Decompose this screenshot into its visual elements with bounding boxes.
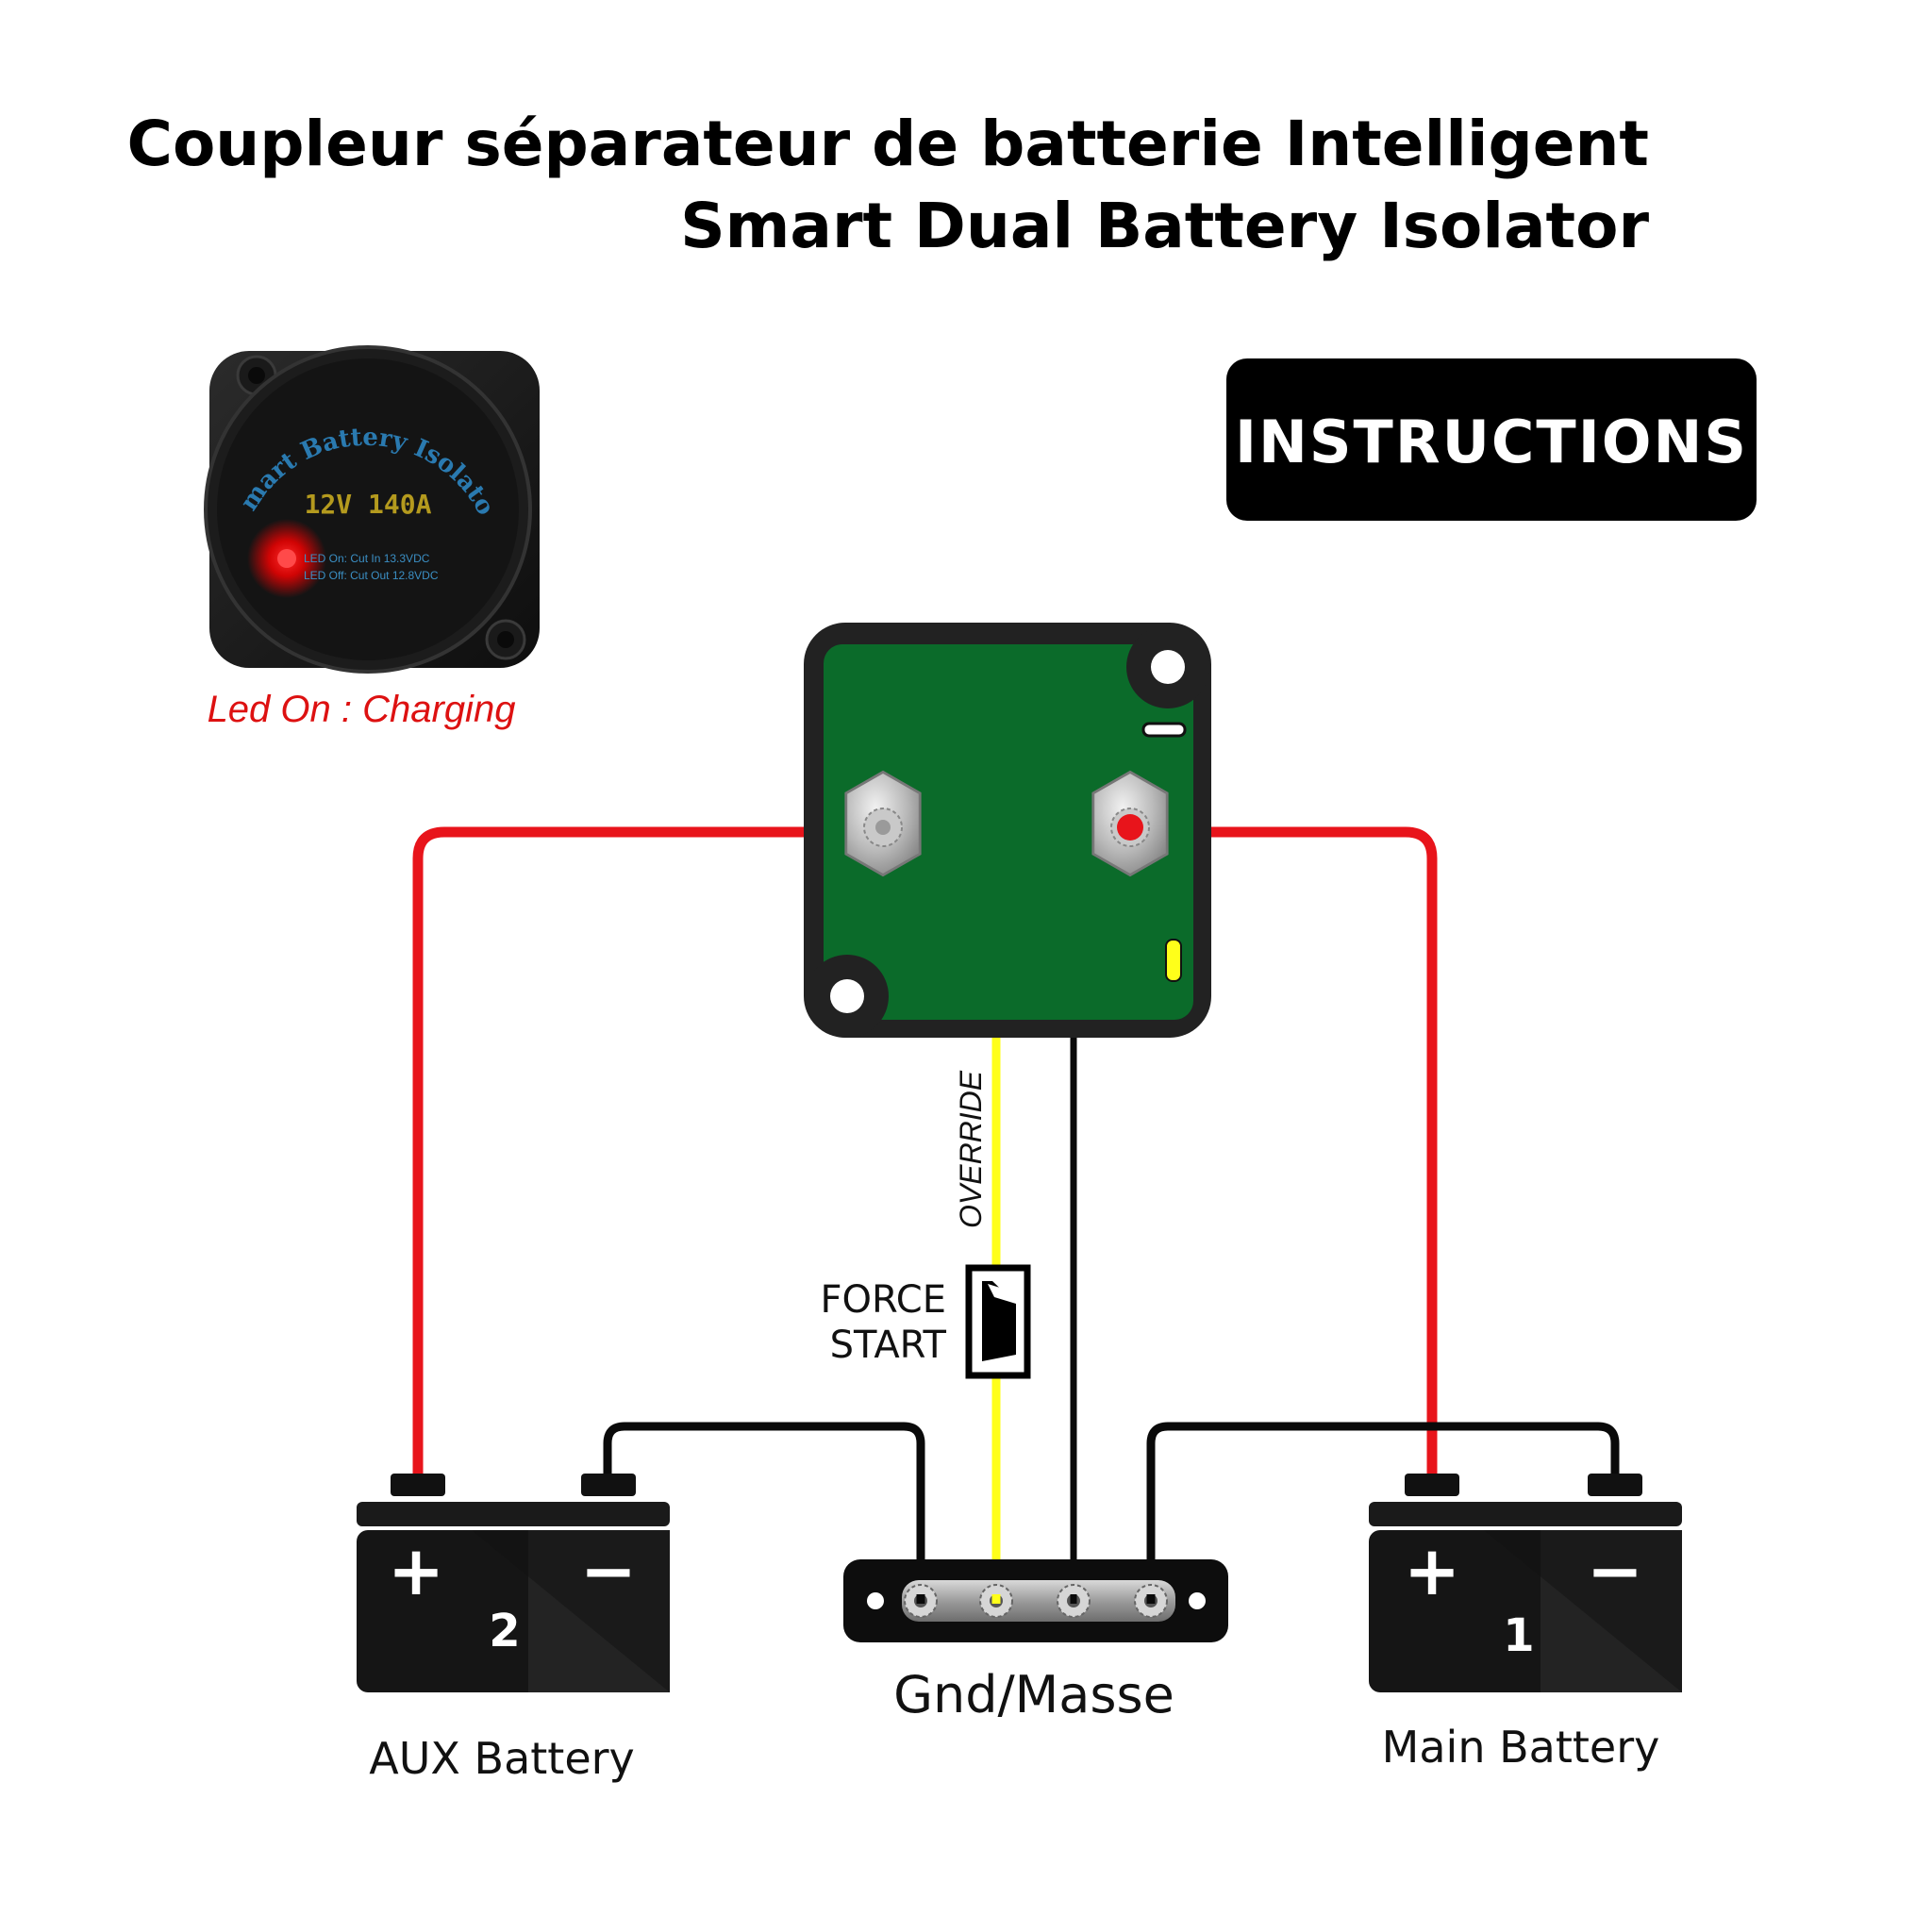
- ground-label: Gnd/Masse: [893, 1665, 1174, 1724]
- isolator-device-photo: Smart Battery Isolator 12V 140A LED On: …: [0, 0, 540, 674]
- led-caption: Led On : Charging: [208, 689, 516, 730]
- title-line-2: Smart Dual Battery Isolator: [680, 190, 1649, 262]
- main-negative-wire: [1146, 1422, 1620, 1604]
- main-battery-label: Main Battery: [1382, 1722, 1660, 1773]
- override-label: OVERRIDE: [954, 1070, 988, 1228]
- aux-terminal-stud: [844, 770, 922, 877]
- board-override-terminal: [1165, 939, 1182, 982]
- instructions-badge: INSTRUCTIONS: [1226, 358, 1757, 521]
- aux-positive-wire: [412, 826, 889, 1489]
- instructions-label: INSTRUCTIONS: [1235, 408, 1748, 476]
- device-led-off-text: LED Off: Cut Out 12.8VDC: [304, 569, 439, 582]
- force-start-switch[interactable]: [965, 1264, 1031, 1379]
- aux-battery: + − 2: [357, 1474, 670, 1692]
- isolator-board: [804, 623, 1211, 1038]
- title-line-1: Coupleur séparateur de batterie Intellig…: [127, 108, 1649, 180]
- main-terminal-stud: [1091, 770, 1169, 877]
- force-label: FORCE: [821, 1278, 947, 1322]
- aux-negative-wire: [603, 1422, 925, 1604]
- ground-bus-bar: [843, 1559, 1228, 1642]
- device-led-on-text: LED On: Cut In 13.3VDC: [304, 552, 430, 565]
- board-ground-terminal: [1141, 722, 1187, 738]
- main-battery-number: 1: [1503, 1609, 1534, 1662]
- main-plus-sign: +: [1404, 1531, 1460, 1610]
- aux-battery-label: AUX Battery: [369, 1733, 635, 1784]
- start-label: START: [830, 1324, 947, 1367]
- device-rating: 12V 140A: [305, 489, 432, 520]
- main-positive-wire: [1124, 826, 1438, 1489]
- main-minus-sign: −: [1587, 1531, 1643, 1610]
- main-battery: + − 1: [1369, 1474, 1682, 1692]
- aux-minus-sign: −: [580, 1531, 637, 1610]
- aux-plus-sign: +: [388, 1531, 444, 1610]
- aux-battery-number: 2: [489, 1605, 520, 1657]
